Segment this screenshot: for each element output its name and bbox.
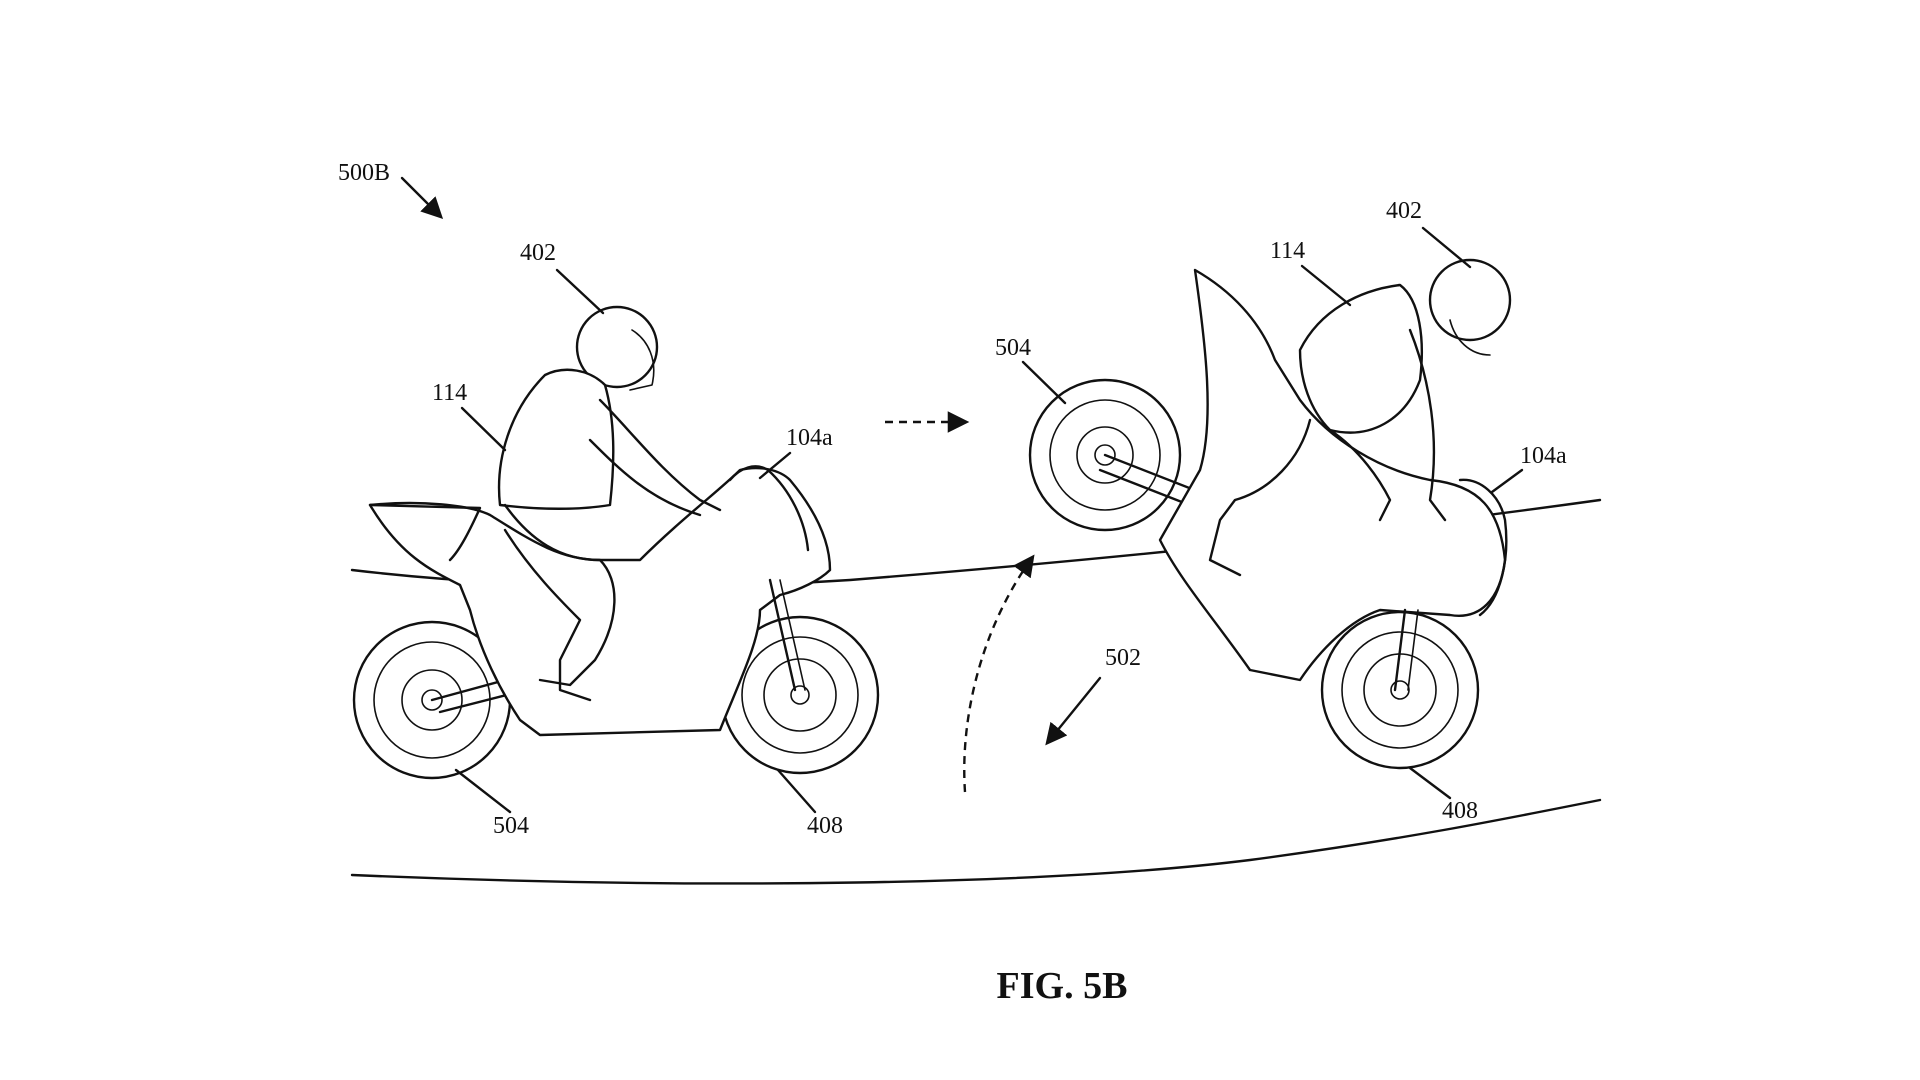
left-vehicle-label: 104a: [786, 425, 833, 451]
left-bodywork: [370, 468, 830, 735]
right-torso-vest: [1300, 285, 1422, 433]
right-helmet: [1430, 260, 1510, 340]
right-vest-label: 114: [1270, 238, 1305, 264]
right-motorcycle: [1030, 270, 1506, 768]
left-rider-label: 402: [520, 240, 556, 266]
right-front-wheel: [1322, 612, 1478, 768]
left-torso-vest: [499, 370, 613, 509]
figure-caption: FIG. 5B: [997, 965, 1128, 1007]
motion-arrow-curved: [964, 558, 1032, 792]
road-lower-edge: [352, 800, 1600, 883]
right-front-wheel-label: 408: [1442, 798, 1478, 824]
right-vehicle-label: 104a: [1520, 443, 1567, 469]
right-rear-wheel-label: 504: [995, 335, 1031, 361]
left-front-fork: [770, 580, 795, 690]
road-label: 502: [1105, 645, 1141, 671]
left-motorcycle: [354, 466, 878, 778]
right-front-fork: [1395, 610, 1405, 690]
left-rear-wheel-label: 504: [493, 813, 529, 839]
figure-ref-label: 500B: [338, 160, 390, 186]
left-front-wheel-label: 408: [807, 813, 843, 839]
left-arm: [600, 400, 720, 510]
right-rider-label: 402: [1386, 198, 1422, 224]
left-vest-label: 114: [432, 380, 467, 406]
figure-ref-arrow: [402, 178, 440, 216]
